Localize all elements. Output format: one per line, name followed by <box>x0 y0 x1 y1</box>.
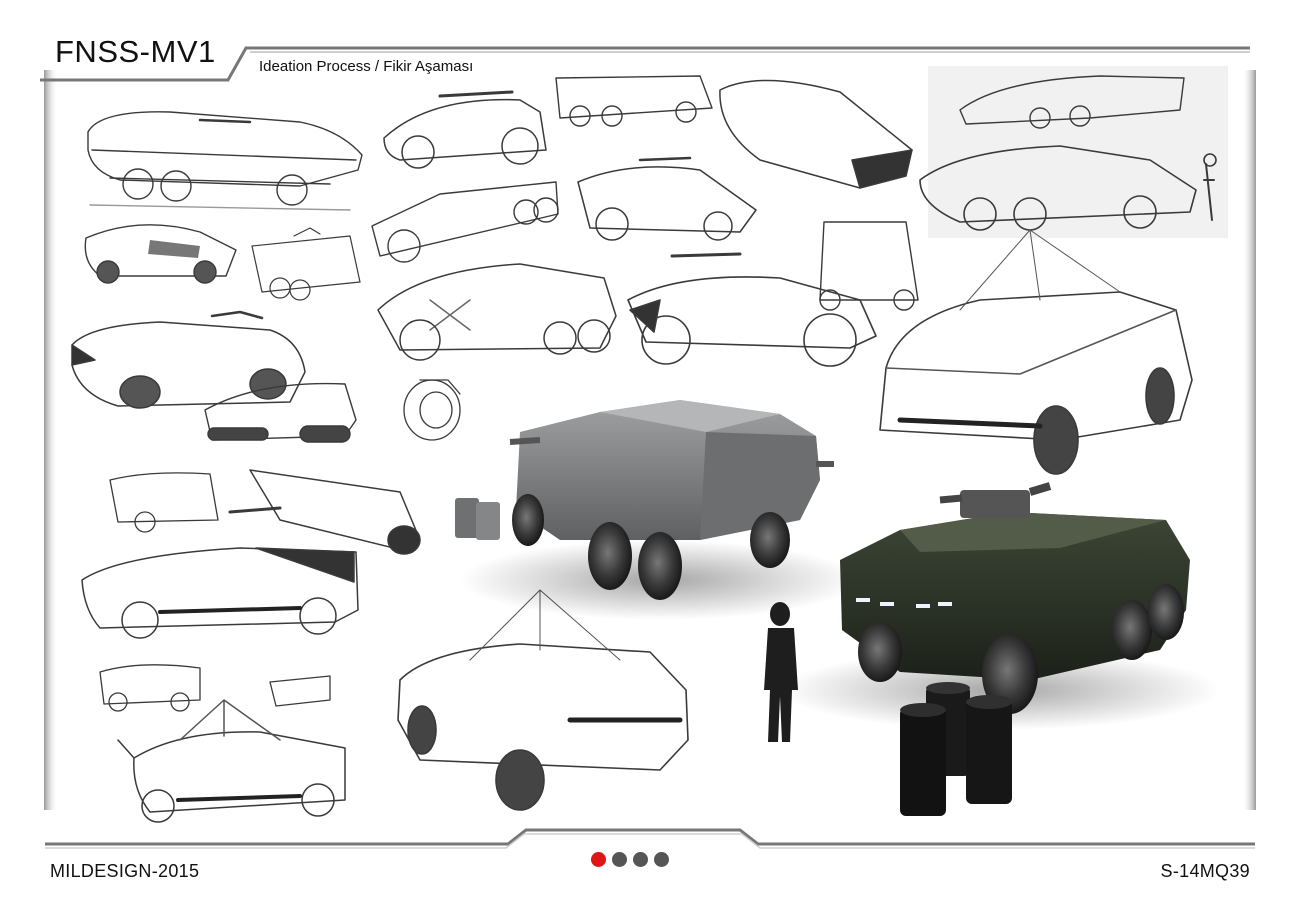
vehicle-sketch-4 <box>71 310 306 409</box>
vehicle-sketch-3 <box>251 227 361 301</box>
vehicle-sketch-18 <box>959 75 1185 129</box>
vehicle-sketch-12 <box>719 79 913 189</box>
barrels <box>900 682 1012 816</box>
footer-right-label: S-14MQ39 <box>1160 861 1250 881</box>
footer-left-label: MILDESIGN-2015 <box>50 861 200 881</box>
green-render-vehicle <box>780 482 1220 730</box>
page-indicator <box>591 852 691 870</box>
human-scale-figure <box>764 602 798 742</box>
vehicle-sketch-10 <box>383 90 547 169</box>
page-subtitle: Ideation Process / Fikir Aşaması <box>259 58 474 75</box>
vehicle-sketch-13 <box>371 181 559 263</box>
vehicle-sketch-8 <box>99 664 331 712</box>
vehicle-sketch-19 <box>919 145 1217 231</box>
board-frame <box>40 46 1256 849</box>
vehicle-sketch-5 <box>109 472 219 533</box>
page-dot-2[interactable] <box>612 852 627 867</box>
page-dot-4[interactable] <box>654 852 669 867</box>
page-dot-1[interactable] <box>591 852 606 867</box>
page-title: FNSS-MV1 <box>55 34 216 69</box>
page-dot-3[interactable] <box>633 852 648 867</box>
sketch-group <box>71 75 1217 823</box>
paper-patch <box>928 66 1228 238</box>
vehicle-sketch-11 <box>555 75 713 127</box>
tracked-vehicle-sketch <box>204 382 357 443</box>
vehicle-sketch-15 <box>377 263 617 361</box>
vehicle-sketch-6 <box>228 469 421 555</box>
vehicle-sketch-9 <box>117 699 346 823</box>
vehicle-sketch-7 <box>81 547 359 639</box>
vehicle-sketch-large-right <box>879 229 1193 475</box>
vehicle-sketch-16 <box>627 252 877 367</box>
vehicle-sketch-17 <box>819 221 919 311</box>
vehicle-sketch-large-center <box>397 589 689 811</box>
vehicle-sketch-2 <box>84 224 237 284</box>
vehicle-sketch-1 <box>87 111 363 211</box>
vehicle-sketch-14 <box>577 156 757 241</box>
grey-render-vehicle <box>455 400 860 620</box>
wheel-sketch <box>403 379 461 441</box>
